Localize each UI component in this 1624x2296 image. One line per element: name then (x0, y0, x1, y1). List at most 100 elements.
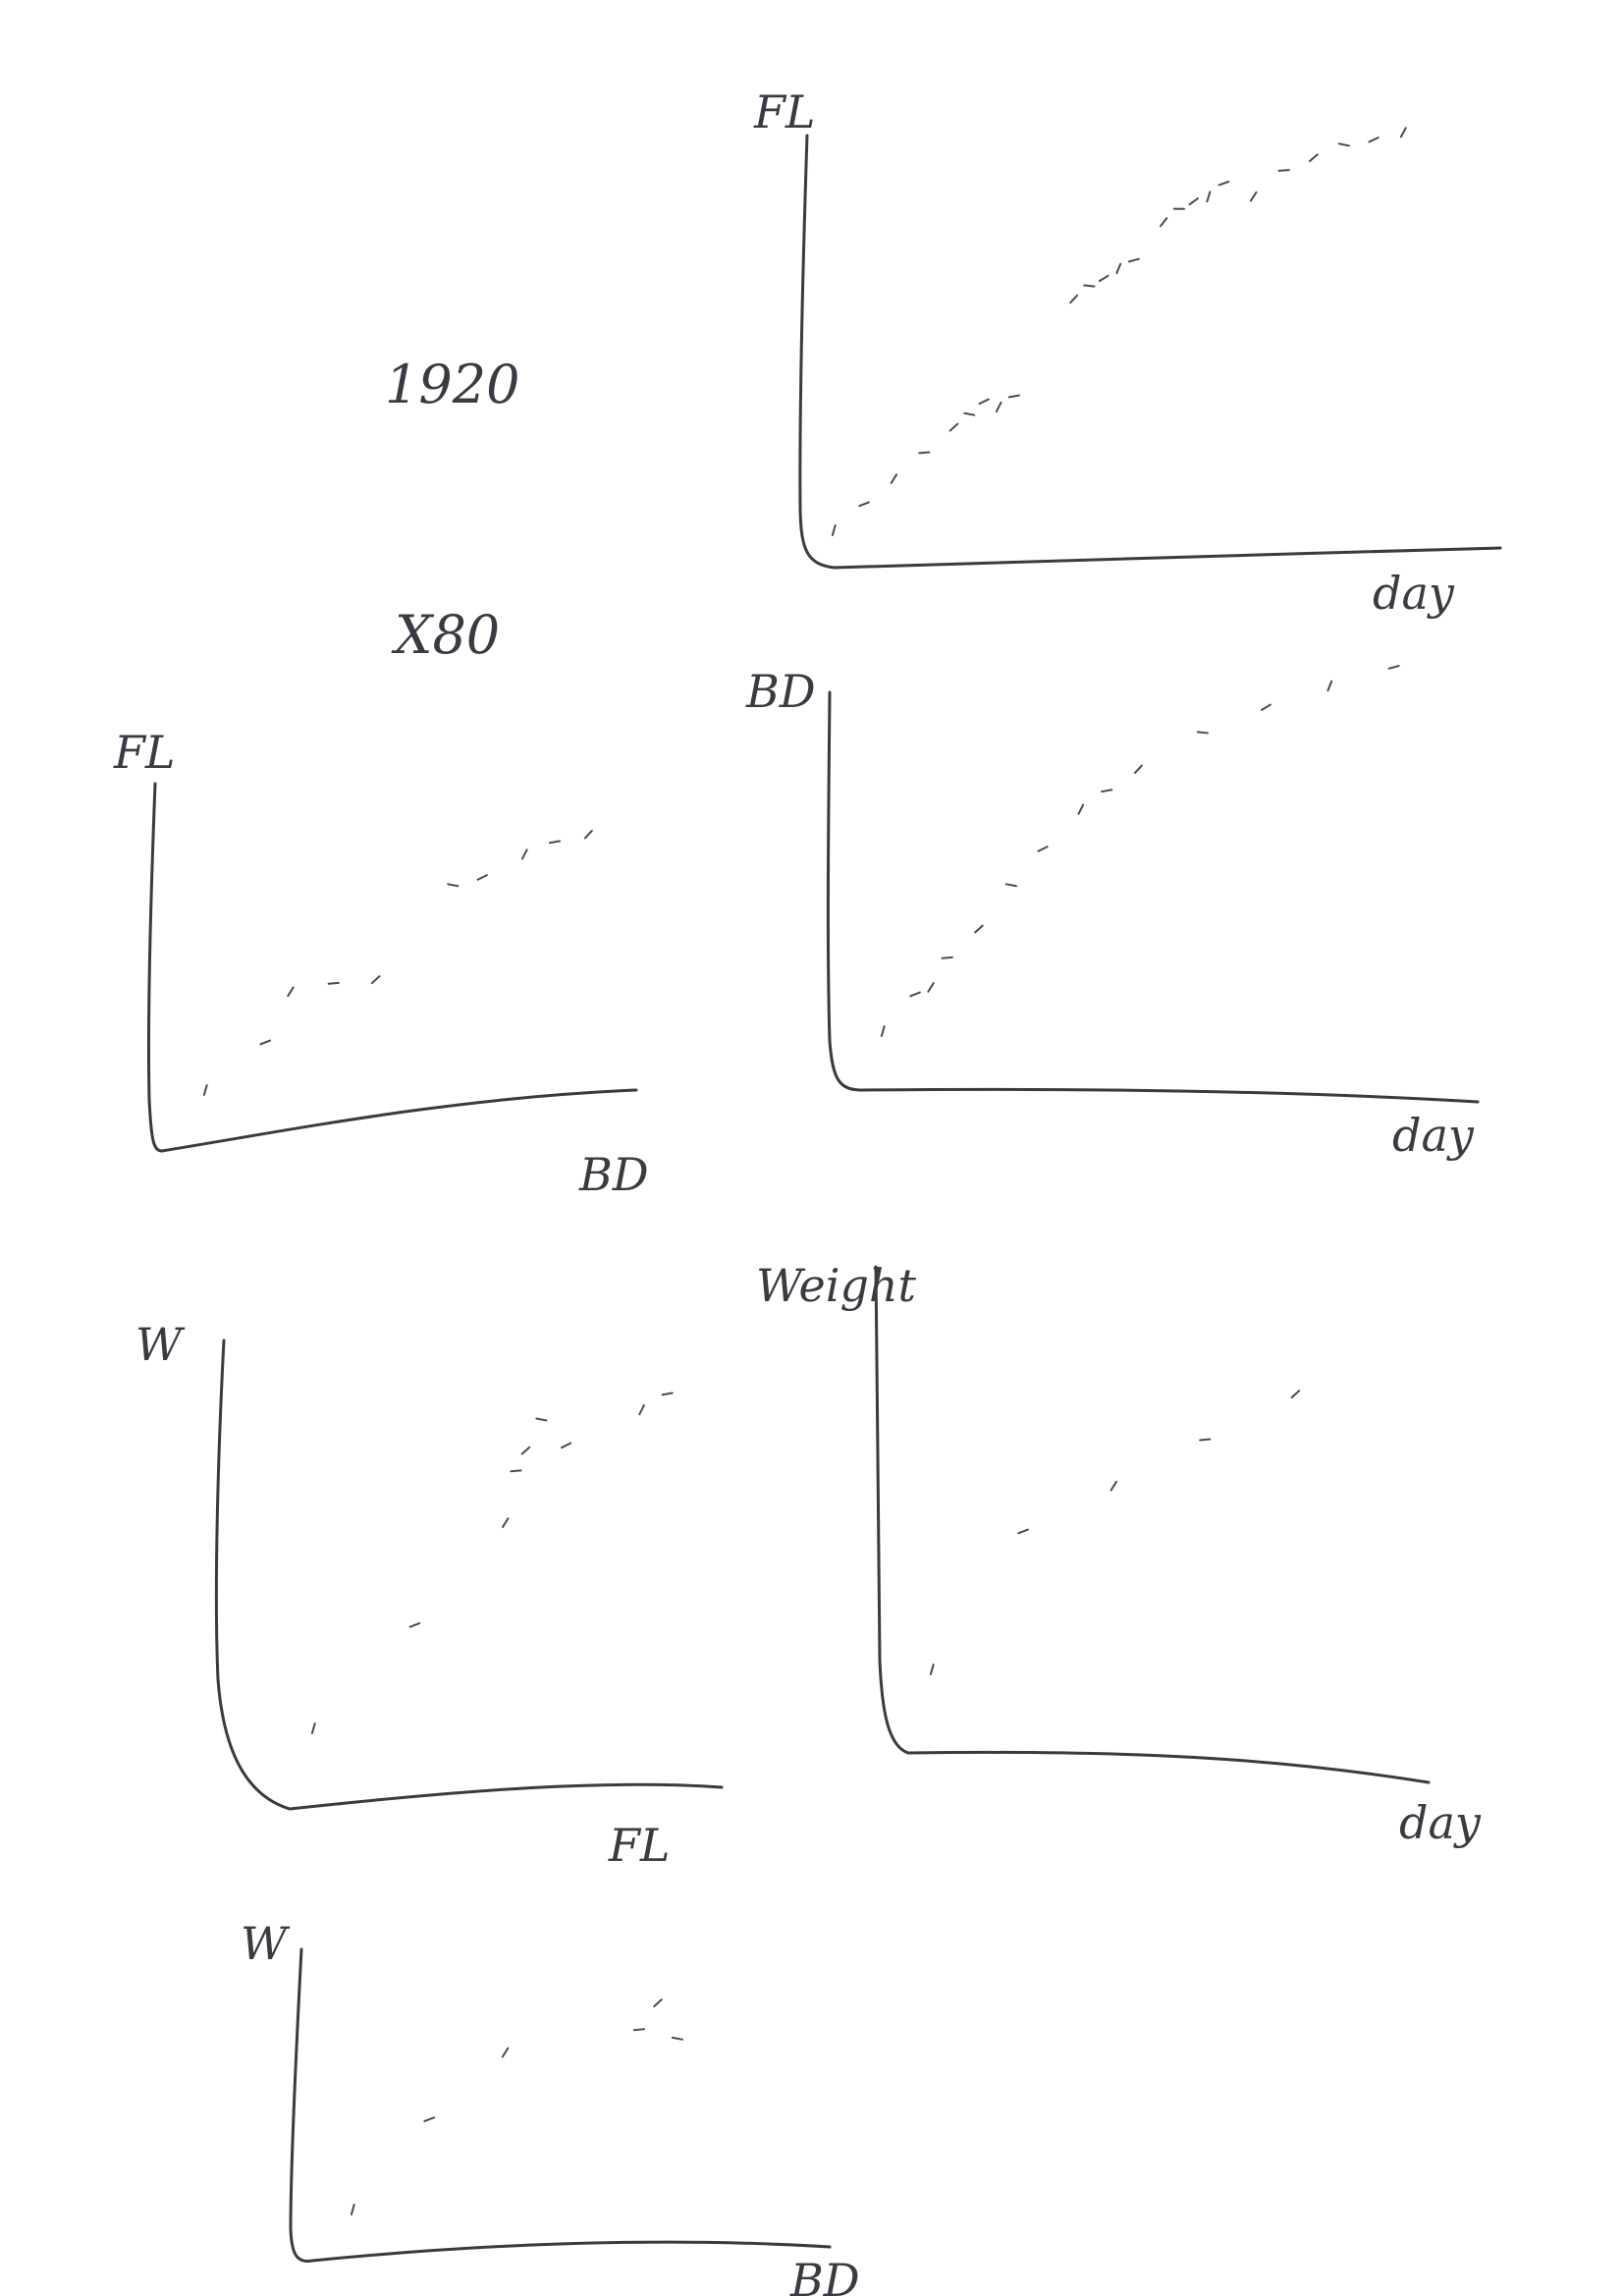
chart-6-point (501, 2047, 510, 2058)
chart-4-x-label: FL (608, 1819, 670, 1872)
chart-3-point (880, 1025, 886, 1037)
chart-3-point (909, 991, 921, 998)
chart-5-point (929, 1664, 935, 1675)
chart-1-point (1083, 284, 1096, 288)
chart-2-x-label: BD (578, 1148, 649, 1201)
chart-1-point (1337, 142, 1350, 147)
chart-5-point (1199, 1438, 1212, 1442)
chart-1-point (1249, 191, 1258, 202)
chart-w-vs-bd: W BD (241, 1917, 860, 2296)
chart-w-vs-fl: W FL (135, 1318, 724, 1872)
chart-6-axes (289, 1947, 832, 2264)
chart-5-point (1110, 1480, 1118, 1492)
chart-2-point (548, 840, 562, 845)
chart-2-point (447, 883, 460, 888)
chart-2-point (259, 1039, 272, 1046)
chart-1-point (1277, 169, 1290, 172)
chart-bd-vs-day: BD day (745, 665, 1480, 1162)
chart-3-point (1326, 680, 1333, 692)
chart-1-point (1115, 262, 1122, 275)
chart-3-point (927, 982, 935, 993)
chart-3-point (1196, 731, 1209, 735)
chart-1-point (1172, 207, 1186, 210)
chart-1-point (1188, 197, 1199, 206)
chart-5-points (929, 1390, 1301, 1675)
note-year: 1920 (385, 354, 519, 415)
chart-1-point (858, 501, 870, 508)
chart-3-point (1077, 803, 1085, 815)
chart-2-point (327, 981, 340, 985)
chart-4-axes (214, 1339, 724, 1811)
chart-1-point (1218, 180, 1230, 187)
chart-6-point (350, 2204, 355, 2215)
chart-1-points (831, 127, 1407, 536)
chart-fl-vs-bd: FL BD (113, 726, 649, 1201)
chart-2-point (370, 975, 381, 985)
chart-2-point (520, 848, 528, 860)
chart-1-point (1368, 137, 1380, 143)
chart-3-y-label: BD (745, 665, 816, 718)
chart-2-points (202, 829, 593, 1096)
chart-1-axes (798, 134, 1502, 570)
chart-6-point (632, 2028, 646, 2032)
chart-1-point (1127, 257, 1140, 263)
chart-2-point (287, 986, 295, 998)
chart-3-point (1101, 789, 1113, 793)
chart-3-point (941, 956, 953, 959)
chart-weight-vs-day: Weight day (756, 1259, 1482, 1849)
chart-5-point (1290, 1390, 1301, 1399)
chart-4-point (408, 1621, 421, 1628)
chart-1-point (918, 451, 931, 455)
chart-2-point (476, 874, 488, 881)
chart-1-point (1159, 217, 1168, 228)
chart-5-x-label: day (1399, 1796, 1482, 1849)
chart-6-x-label: BD (789, 2254, 860, 2296)
chart-3-point (1261, 703, 1272, 711)
chart-6-y-label: W (241, 1917, 291, 1970)
chart-5-y-label: Weight (756, 1259, 917, 1312)
chart-4-point (510, 1469, 522, 1473)
chart-2-y-label: FL (113, 726, 175, 779)
chart-5-point (1017, 1528, 1029, 1535)
chart-4-point (661, 1392, 674, 1396)
chart-1-point (948, 422, 959, 432)
chart-3-axes (826, 690, 1480, 1104)
chart-1-point (890, 473, 898, 484)
chart-1-point (963, 411, 976, 416)
chart-1-point (1098, 274, 1110, 283)
chart-1-point (995, 401, 1002, 413)
chart-4-point (561, 1442, 572, 1449)
chart-4-point (535, 1417, 548, 1422)
chart-1-point (831, 524, 837, 536)
chart-2-point (583, 829, 593, 840)
chart-4-point (520, 1446, 531, 1455)
chart-1-point (1308, 153, 1319, 163)
chart-6-points (350, 1998, 683, 2215)
chart-4-point (638, 1403, 645, 1416)
chart-3-point (1037, 846, 1049, 852)
chart-1-x-label: day (1373, 567, 1455, 620)
chart-fl-vs-day: FL day (753, 85, 1502, 620)
chart-6-point (653, 1998, 663, 2008)
chart-1-point (1399, 127, 1407, 138)
chart-1-point (1007, 394, 1020, 399)
chart-1-point (1206, 191, 1212, 203)
chart-3-point (974, 924, 984, 934)
chart-2-axes (146, 782, 638, 1153)
chart-1-point (978, 398, 990, 406)
chart-4-y-label: W (135, 1318, 186, 1371)
chart-4-point (502, 1517, 510, 1528)
chart-3-points (880, 665, 1400, 1037)
chart-3-point (1133, 764, 1143, 775)
chart-1-y-label: FL (753, 85, 815, 138)
note-code: X80 (391, 604, 500, 666)
chart-2-point (202, 1084, 208, 1096)
chart-6-point (671, 2036, 683, 2041)
chart-6-point (423, 2116, 436, 2122)
chart-1-point (1069, 294, 1079, 304)
chart-3-point (1387, 665, 1400, 670)
chart-4-points (310, 1392, 674, 1734)
chart-5-axes (874, 1265, 1431, 1784)
chart-4-point (310, 1722, 316, 1734)
